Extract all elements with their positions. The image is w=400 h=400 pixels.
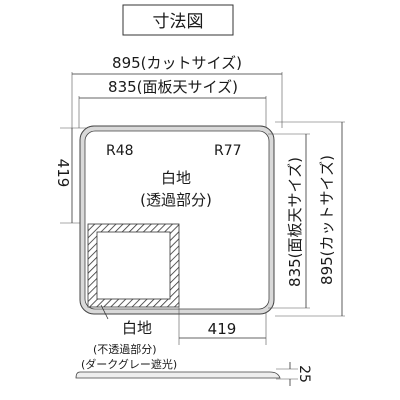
dimension-right-cut: 895(カットサイズ) (275, 121, 345, 317)
profile-shape (75, 371, 281, 379)
face-width-label: 835(面板天サイズ) (108, 78, 238, 96)
page-title: 寸法図 (153, 12, 204, 32)
side-profile: 25 (75, 362, 312, 386)
opaque-region-inner (96, 231, 171, 300)
opaque-note-2: (ダークグレー遮光) (81, 357, 177, 371)
translucent-title: 白地 (161, 169, 191, 187)
translucent-note: (透過部分) (140, 191, 212, 209)
face-height-label: 835(面板天サイズ) (286, 157, 304, 287)
dimension-bottom: 419 (178, 307, 267, 345)
dimension-top-face: 835(面板天サイズ) (78, 78, 267, 128)
left-height-label: 419 (54, 159, 72, 188)
opaque-title: 白地 (122, 319, 152, 337)
title-box (122, 4, 234, 36)
radius-left-label: R48 (106, 143, 134, 159)
dimension-right-face: 835(面板天サイズ) (268, 133, 310, 309)
thickness-label: 25 (296, 365, 312, 383)
dimension-top-cut: 895(カットサイズ) (71, 54, 283, 128)
radius-right-label: R77 (214, 143, 242, 159)
opaque-region-callout: 白地 (不透過部分) (ダークグレー遮光) (81, 304, 177, 371)
cut-width-label: 895(カットサイズ) (112, 54, 242, 72)
bottom-width-label: 419 (208, 320, 237, 338)
opaque-note-1: (不透過部分) (93, 342, 157, 356)
cut-height-label: 895(カットサイズ) (318, 155, 336, 285)
